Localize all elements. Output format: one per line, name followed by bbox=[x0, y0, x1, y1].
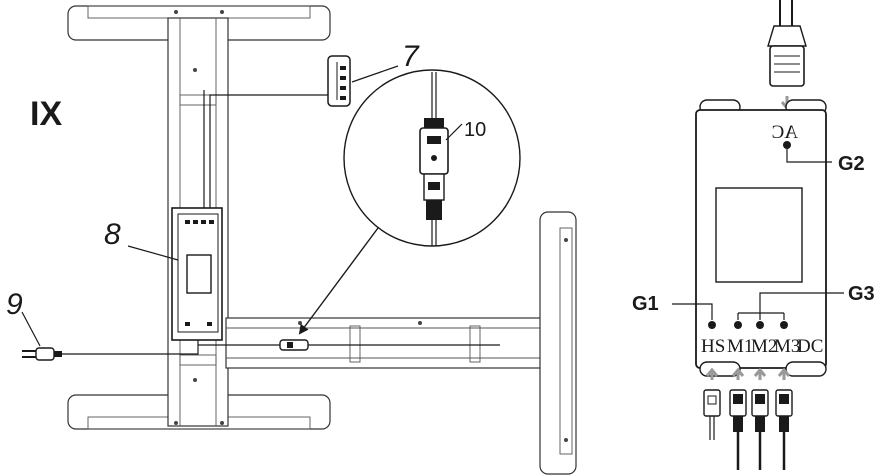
desk-frame bbox=[67, 5, 577, 475]
leader-g3 bbox=[737, 292, 844, 320]
power-plug bbox=[22, 347, 62, 361]
leader-9 bbox=[21, 311, 41, 347]
hs-port-dot bbox=[708, 321, 716, 329]
callout-7: 7 bbox=[402, 40, 420, 73]
port-dc-label: DC bbox=[797, 336, 823, 357]
ac-plug bbox=[767, 0, 807, 87]
magnifier-arrow bbox=[298, 227, 379, 335]
leader-8 bbox=[127, 245, 179, 261]
m3-port-dot bbox=[780, 321, 788, 329]
control-box-detail bbox=[695, 99, 827, 377]
callout-10: 10 bbox=[464, 119, 486, 141]
label-g1: G1 bbox=[632, 293, 659, 315]
handset-cable bbox=[209, 94, 328, 212]
leader-10 bbox=[445, 123, 463, 141]
callout-9: 9 bbox=[6, 288, 23, 321]
m1-plug bbox=[729, 389, 747, 470]
port-hs-label: HS bbox=[701, 336, 725, 357]
leader-g2 bbox=[786, 145, 832, 163]
hs-plug bbox=[703, 389, 721, 440]
cable-connector bbox=[198, 339, 500, 351]
port-m3-label: M3 bbox=[774, 336, 800, 357]
step-label: IX bbox=[30, 95, 62, 133]
port-m2-label: M2 bbox=[751, 336, 777, 357]
horizontal-beam bbox=[225, 317, 545, 369]
handset bbox=[327, 55, 351, 107]
label-g2: G2 bbox=[838, 153, 865, 175]
right-foot bbox=[539, 211, 577, 475]
control-box bbox=[171, 207, 223, 341]
leader-7 bbox=[351, 65, 399, 83]
plug-arrows bbox=[705, 367, 791, 380]
m2-port-dot bbox=[756, 321, 764, 329]
label-g3: G3 bbox=[848, 283, 875, 305]
m3-plug bbox=[775, 389, 793, 470]
port-m1-label: M1 bbox=[727, 336, 753, 357]
port-ac-label: AC bbox=[772, 122, 798, 143]
leader-g1 bbox=[672, 303, 713, 320]
callout-8: 8 bbox=[104, 218, 121, 251]
m1-port-dot bbox=[734, 321, 742, 329]
m2-plug bbox=[751, 389, 769, 470]
magnifier-detail bbox=[343, 69, 521, 247]
